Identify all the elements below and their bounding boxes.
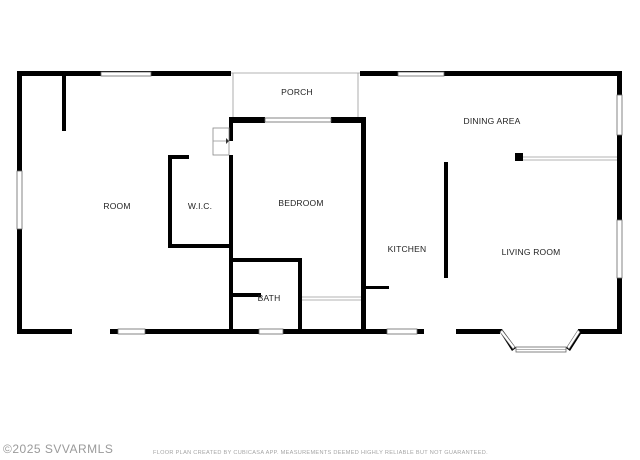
windows <box>16 71 623 335</box>
dining-area-label: DINING AREA <box>464 116 521 126</box>
porch-outline <box>229 72 365 123</box>
thin-partitions <box>212 127 617 301</box>
bedroom-label: BEDROOM <box>278 198 323 208</box>
porch-label: PORCH <box>281 87 313 97</box>
wic-label: W.I.C. <box>188 201 212 211</box>
room-label: ROOM <box>103 201 130 211</box>
bay-window <box>498 329 584 353</box>
interior-walls <box>62 76 523 329</box>
kitchen-label: KITCHEN <box>388 244 427 254</box>
watermark: ©2025 SVVARMLS <box>3 442 114 456</box>
living-room-label: LIVING ROOM <box>502 247 561 257</box>
floor-plan-credit: FLOOR PLAN CREATED BY CUBICASA APP. MEAS… <box>153 450 488 456</box>
bath-label: BATH <box>258 293 281 303</box>
